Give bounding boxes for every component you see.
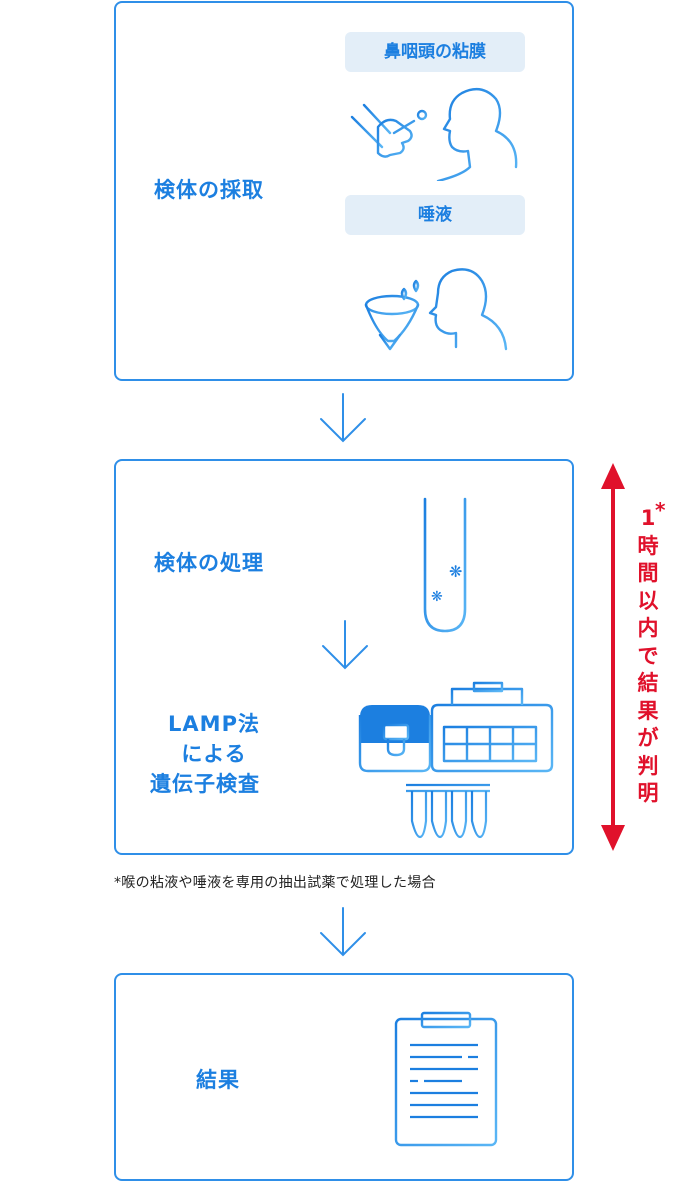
lamp-line2: による xyxy=(181,742,247,766)
timeline-label: 1 時 間 以 内 で 結 果 が 判 明 xyxy=(637,506,659,805)
saliva-sampling-icon xyxy=(364,268,508,351)
down-arrow-icon xyxy=(320,393,366,443)
lamp-device-icon xyxy=(358,681,554,773)
footnote: *喉の粘液や唾液を専用の抽出試薬で処理した場合 xyxy=(114,875,436,891)
timeline-footnote-mark: * xyxy=(655,498,666,522)
nasopharyngeal-pill: 鼻咽頭の粘膜 xyxy=(345,32,525,72)
down-arrow-icon xyxy=(320,907,366,957)
clipboard-icon xyxy=(394,1011,498,1147)
swab-sampling-icon xyxy=(350,87,518,181)
inner-down-arrow-icon xyxy=(322,620,368,670)
lamp-line3: 遺伝子検査 xyxy=(150,772,260,796)
collection-label: 検体の採取 xyxy=(154,178,264,202)
test-tube-icon: ❋ ❋ xyxy=(415,497,475,633)
double-arrow-icon xyxy=(601,463,625,851)
result-label: 結果 xyxy=(196,1068,240,1092)
pcr-tubes-icon xyxy=(406,783,490,839)
processing-label: 検体の処理 xyxy=(154,551,264,575)
saliva-pill: 唾液 xyxy=(345,195,525,235)
step-processing-box: 検体の処理 ❋ ❋ LAMP法 による 遺伝子検査 xyxy=(114,459,574,855)
step-collection-box: 検体の採取 鼻咽頭の粘膜 唾液 xyxy=(114,1,574,381)
svg-text:❋: ❋ xyxy=(431,589,443,605)
step-result-box: 結果 xyxy=(114,973,574,1181)
svg-text:❋: ❋ xyxy=(449,562,462,581)
lamp-line1: LAMP法 xyxy=(168,712,260,736)
lamp-label: LAMP法 による 遺伝子検査 xyxy=(150,709,260,799)
